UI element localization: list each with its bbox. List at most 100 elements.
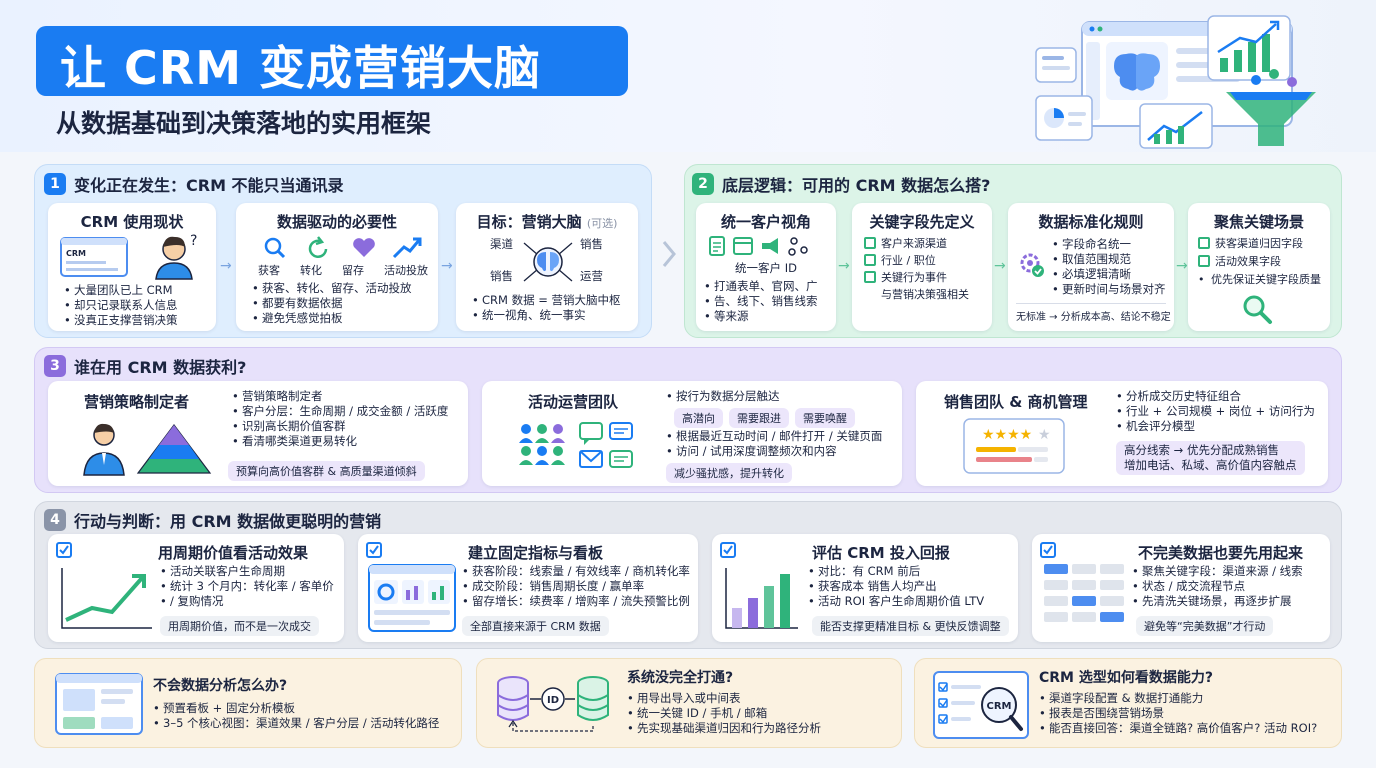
- hub-node-label: 销售: [580, 237, 603, 251]
- s4-c1-pill: 用周期价值，而不是一次成交: [160, 616, 319, 636]
- list-item: 活动关联客户生命周期: [160, 564, 334, 579]
- card-title-text: 目标：营销大脑: [476, 213, 582, 231]
- team-illustration: [519, 422, 633, 468]
- tag-text: 关键行为事件: [881, 271, 947, 284]
- list-item: CRM 数据 = 营销大脑中枢: [472, 293, 621, 308]
- s3-c3-highlight-box: 高分线索 → 优先分配成熟销售 增加电话、私域、高价值内容触点: [1116, 441, 1305, 475]
- svg-text:★★★★: ★★★★: [982, 427, 1032, 443]
- growth-arrow-icon: [392, 237, 422, 259]
- s1-c1-list: 大量团队已上 CRM 却只记录联系人信息 没真正支撑营销决策: [64, 283, 178, 328]
- card-title: 数据驱动的必要性: [276, 213, 397, 231]
- hub-node-label: 销售: [490, 269, 513, 283]
- checkbox-icon: [366, 542, 382, 558]
- faq-title: 系统没完全打通?: [627, 670, 734, 686]
- highlight-line: 增加电话、私域、高价值内容触点: [1124, 458, 1297, 472]
- checkbox-icon: [720, 542, 736, 558]
- list-item: 分析成交历史特征组合: [1116, 389, 1315, 404]
- list-item: 能否直接回答：渠道全链路? 高价值客户? 活动 ROI?: [1039, 721, 1317, 736]
- list-item: 大量团队已上 CRM: [64, 283, 178, 298]
- database-icon: [497, 676, 529, 721]
- flow-arrow-icon: →: [838, 258, 850, 274]
- s3-card-ops-team: 活动运营团队 按行为数据分层触达 高潜向 需要跟进 需要唤醒 根据最近互动时间 …: [482, 381, 902, 486]
- card-title: 关键字段先定义: [869, 213, 975, 231]
- section-chevron-icon: [662, 241, 676, 267]
- list-item: 打通表单、官网、广: [704, 279, 818, 294]
- website-icon: [733, 237, 753, 255]
- list-item: 渠道字段配置 & 数据打通能力: [1039, 691, 1317, 706]
- segment-pill: 需要跟进: [729, 408, 789, 428]
- list-item: 统计 3 个月内：转化率 / 客单价: [160, 579, 334, 594]
- section-1-number: 1: [44, 173, 66, 195]
- segment-pills: 高潜向 需要跟进 需要唤醒: [674, 408, 855, 428]
- s2-card-key-scenarios: 聚焦关键场景 获客渠道归因字段 活动效果字段 •优先保证关键字段质量: [1188, 203, 1330, 331]
- section-4-number: 4: [44, 509, 66, 531]
- heart-icon: [353, 238, 375, 257]
- card-title: 统一客户视角: [720, 213, 811, 231]
- key-scenario-tags: 获客渠道归因字段 活动效果字段 •优先保证关键字段质量: [1198, 237, 1321, 287]
- list-item: 预置看板 + 固定分析模板: [153, 701, 439, 716]
- list-item: 访问 / 试用深度调整频次和内容: [666, 444, 882, 459]
- faq-crm-selection: CRM CRM 选型如何看数据能力? 渠道字段配置 & 数据打通能力 报表是否围…: [914, 658, 1342, 748]
- list-item: 告、线下、销售线索: [704, 294, 818, 309]
- tag-row: 关键行为事件: [864, 271, 969, 285]
- tag-text: 优先保证关键字段质量: [1211, 273, 1321, 286]
- section-4-title-text: 行动与判断：用 CRM 数据做更聪明的营销: [74, 512, 382, 531]
- s4-c3-list: 对比：有 CRM 前后 获客成本 销售人均产出 活动 ROI 客户生命周期价值 …: [808, 564, 984, 609]
- tag-icon: [864, 254, 876, 266]
- team-icon: [519, 424, 565, 465]
- chat-icon: [579, 422, 633, 445]
- list-item: 识别高长期价值客群: [232, 419, 448, 434]
- tag-icon: [864, 237, 876, 249]
- s4-card-imperfect-data: 不完美数据也要先用起来 聚焦关键字段：渠道来源 / 线索 状态 / 成交流程节点…: [1032, 534, 1330, 642]
- tag-row: 行业 / 职位: [864, 254, 969, 268]
- section-3-number: 3: [44, 355, 66, 377]
- brain-icon: [1106, 42, 1168, 100]
- section-4-title: 4 行动与判断：用 CRM 数据做更聪明的营销: [44, 508, 381, 532]
- section-2-title-text: 底层逻辑：可用的 CRM 数据怎么搭?: [722, 176, 991, 195]
- hero-illustration: [1035, 15, 1316, 149]
- list-item: 统一关键 ID / 手机 / 邮箱: [627, 706, 821, 721]
- key-field-tags: 客户来源渠道 行业 / 职位 关键行为事件 与营销决策强相关: [864, 237, 969, 302]
- confused-user-icon: ?: [155, 233, 197, 280]
- tag-icon: [1198, 237, 1210, 249]
- funnel-stage-labels: 获客 转化 留存 活动投放: [258, 263, 428, 278]
- card-title: 活动运营团队: [528, 393, 619, 411]
- faq-title: CRM 选型如何看数据能力?: [1039, 670, 1213, 686]
- list-item: 必填逻辑清晰: [1052, 267, 1166, 282]
- segment-pill: 需要唤醒: [795, 408, 855, 428]
- card-title: CRM 使用现状: [80, 213, 184, 231]
- gear-check-icon: [1020, 253, 1044, 277]
- card-title: 聚焦关键场景: [1213, 213, 1304, 231]
- tag-text: 行业 / 职位: [881, 254, 936, 267]
- growth-line-chart-icon: [61, 568, 152, 629]
- tag-row: •优先保证关键字段质量: [1198, 273, 1321, 286]
- s4-c4-list: 聚焦关键字段：渠道来源 / 线索 状态 / 成交流程节点 先清洗关键场景，再逐步…: [1132, 564, 1303, 609]
- s1-card-data-driven: 数据驱动的必要性 获客 转化 留存 活动投放 获客、转化、留存、活动投放 都要有…: [236, 203, 438, 331]
- bar-chart-icon: [725, 568, 798, 629]
- funnel-icon: [1226, 69, 1316, 146]
- svg-text:★: ★: [1038, 427, 1051, 443]
- crm-badge-text: CRM: [987, 701, 1012, 712]
- tag-text: 获客渠道归因字段: [1215, 237, 1303, 250]
- list-item: 先实现基础渠道归因和行为路径分析: [627, 721, 821, 736]
- strategist-illustration: [83, 423, 212, 476]
- s4-c4-pill: 避免等“完美数据”才行动: [1136, 616, 1274, 636]
- list-item: 用导出导入或中间表: [627, 691, 821, 706]
- hub-node-label: 渠道: [490, 237, 513, 251]
- tag-row: 客户来源渠道: [864, 237, 969, 251]
- svg-text:?: ?: [190, 233, 197, 249]
- data-grid-icon: [1044, 564, 1124, 622]
- list-item: 状态 / 成交流程节点: [1132, 579, 1303, 594]
- tag-icon: [864, 271, 876, 283]
- stage-label: 留存: [342, 264, 364, 277]
- card-title: 营销策略制定者: [84, 393, 190, 411]
- list-item: 先清洗关键场景，再逐步扩展: [1132, 594, 1303, 609]
- checkbox-icon: [1040, 542, 1056, 558]
- stage-label: 转化: [300, 264, 322, 277]
- page-subtitle: 从数据基础到决策落地的实用框架: [56, 109, 432, 138]
- list-item: 避免凭感觉拍板: [252, 311, 412, 326]
- s3-card-strategist: 营销策略制定者 营销策略制定者 客户分层：生命周期 / 成交金额 / 活跃度 识…: [48, 381, 468, 486]
- s4-card-lifecycle: 用周期价值看活动效果 活动关联客户生命周期 统计 3 个月内：转化率 / 客单价…: [48, 534, 344, 642]
- form-icon: [709, 236, 725, 256]
- tag-row: 活动效果字段: [1198, 255, 1321, 269]
